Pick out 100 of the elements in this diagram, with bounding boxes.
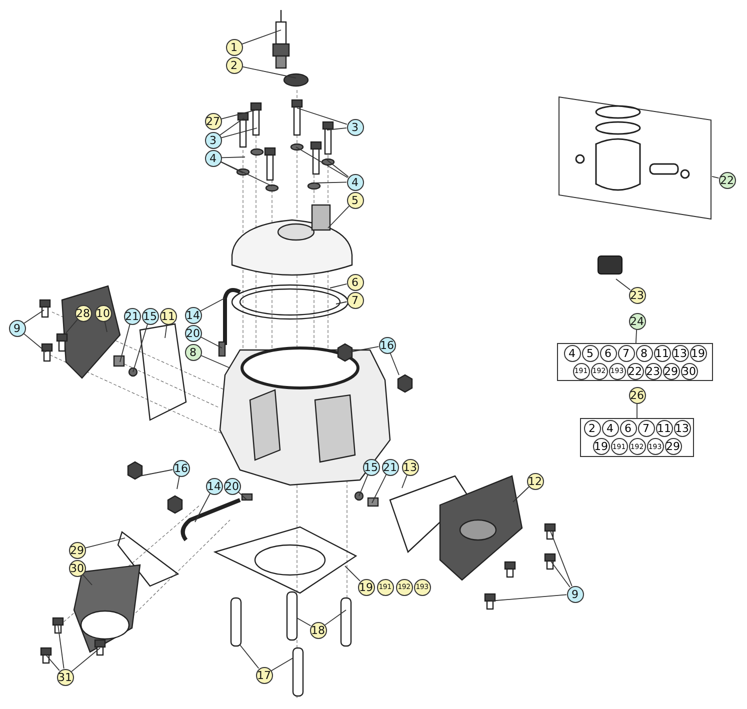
callout-number: 11 [160,308,176,324]
callout-number: 30 [68,560,86,576]
callout-number: 17 [256,666,272,684]
callout-number: 2 [226,56,242,74]
leader-line [616,278,631,290]
leader-line [636,403,638,418]
leader-line [220,161,272,186]
leader-line [350,346,380,352]
callout-number: 9 [8,320,26,336]
callout-number: 16 [378,336,396,354]
leader-line [66,319,78,334]
leader-line [194,493,210,522]
leader-line [512,486,530,502]
leader-line [220,161,244,174]
leader-line [164,324,168,338]
callout-number: 1 [226,38,242,56]
part-number: 11 [656,420,672,437]
callout-number: 27 [204,112,222,130]
leader-line [176,476,180,490]
callout-number: 20 [224,478,240,494]
part-number: 7 [618,344,634,362]
leader-line [84,538,126,548]
callout-number: 21 [124,308,140,324]
leader-line [550,530,572,587]
part-number: 6 [620,420,636,437]
leader-line [372,474,387,504]
callout-number: 3 [204,132,222,148]
leader-line [238,491,248,500]
part-number: 19 [690,344,706,362]
part-number: 4 [602,420,618,437]
leader-line [314,182,347,184]
part-number: 7 [638,420,654,437]
part-number: 29 [664,438,682,455]
callout-number: 4 [204,150,222,166]
callout-number: 29 [68,542,86,558]
callout-number: 31 [56,668,74,686]
part-number: 6 [600,344,616,362]
leader-line [324,610,346,626]
part-number: 23 [644,362,662,380]
leader-line [326,127,347,130]
leader-line [296,108,348,125]
leader-line [23,332,46,352]
leader-line [82,574,92,586]
leader-line [296,146,348,178]
callout-number: 9 [566,586,584,602]
callout-number: 18 [310,622,326,638]
callout-number: 20 [184,324,202,342]
callout-number: 19 [358,578,374,596]
callout-number: 24 [628,312,646,330]
leader-line [326,160,349,178]
part-number: 4 [564,344,580,362]
leader-line [200,354,230,368]
leader-line [328,206,350,228]
callout-number: 26 [628,386,646,404]
leader-line [220,128,258,138]
part-number: 22 [626,362,644,380]
kit-list-box [580,418,694,457]
part-number: 13 [674,420,690,437]
leader-line [200,336,222,348]
leader-line [220,110,256,120]
callout-number: 22 [718,172,736,188]
callout-number: 21 [382,458,398,476]
leader-line [296,618,312,626]
part-number: 11 [654,344,670,362]
callout-number: 3 [346,118,364,136]
part-number: 13 [672,344,688,362]
leader-line [132,324,148,372]
leader-line [46,654,60,672]
part-number: 5 [582,344,598,362]
callout-number: 14 [184,306,202,324]
leader-line [330,284,348,288]
leader-line [490,594,567,602]
callout-number: 23 [628,286,646,304]
leader-line [390,352,400,376]
callout-number: 16 [172,460,190,476]
callout-number: 7 [346,292,364,308]
leader-line [344,566,360,582]
leader-line [358,474,368,496]
leader-line [402,474,408,488]
leader-line [140,469,174,476]
part-number: 8 [636,344,652,362]
leader-line [242,66,296,78]
callout-number: 6 [346,274,364,290]
leader-line [712,176,720,178]
callout-number: 13 [402,458,418,476]
leader-line [104,320,108,332]
callout-number: 15 [142,308,158,324]
callout-number: 14 [206,478,222,494]
leader-line [242,30,282,45]
callout-number: 12 [526,472,544,490]
leader-line [635,329,638,344]
part-number: 29 [662,362,680,380]
leader-line [270,658,294,672]
part-number: 19 [592,438,610,455]
callout-number: 5 [346,192,364,208]
callout-number: 4 [346,174,364,190]
kit-list-box [557,343,713,381]
leader-line [24,310,44,324]
callout-number: 8 [184,344,202,360]
leader-line [200,298,226,312]
